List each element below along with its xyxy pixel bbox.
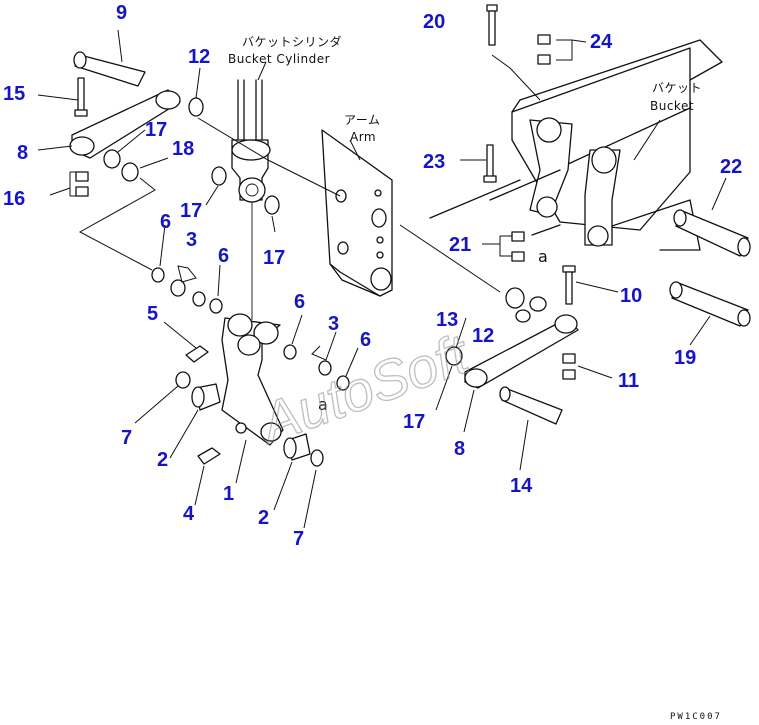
bucket-cylinder-en: Bucket Cylinder (228, 52, 330, 66)
label-bucket: バケット Bucket (650, 81, 702, 113)
callout-3: 3 (186, 229, 197, 251)
callout-18: 18 (172, 138, 194, 160)
callout-6: 6 (294, 291, 305, 313)
callout-15: 15 (3, 83, 25, 105)
detail-mark-a-bucket: a (538, 247, 548, 266)
callout-17: 17 (263, 247, 285, 269)
callout-2: 2 (258, 507, 269, 529)
callout-12: 12 (188, 46, 210, 68)
callout-19: 19 (674, 347, 696, 369)
label-arm: アーム Arm (344, 113, 380, 144)
side-link-right (464, 296, 579, 389)
pin-14 (499, 386, 563, 425)
callout-14: 14 (510, 475, 533, 497)
bucket-jp: バケット (652, 81, 702, 95)
drawing-code: PW1C007 (670, 712, 722, 722)
leader-lines (37, 29, 727, 529)
callout-6: 6 (160, 211, 171, 233)
callout-21: 21 (449, 234, 471, 256)
callout-17: 17 (145, 119, 167, 141)
arm-en: Arm (350, 130, 376, 144)
callouts: 1 2 2 3 3 4 5 6 6 6 6 7 7 8 8 9 10 11 12… (3, 2, 742, 550)
nuts-16 (70, 171, 89, 197)
arm-jp: アーム (344, 113, 380, 127)
callout-6: 6 (218, 245, 229, 267)
pin-22 (673, 209, 751, 257)
callout-24: 24 (590, 31, 613, 53)
detail-mark-a-lever: a (318, 395, 328, 414)
callout-16: 16 (3, 188, 25, 210)
arm (321, 129, 393, 297)
label-bucket-cylinder: バケットシリンダ Bucket Cylinder (228, 34, 342, 66)
callout-11: 11 (618, 370, 639, 392)
nuts-24 (537, 34, 551, 65)
callout-20: 20 (423, 11, 445, 33)
pin-19 (669, 281, 751, 327)
side-link-left (69, 89, 181, 159)
bucket-cylinder-jp: バケットシリンダ (242, 34, 342, 49)
callout-4: 4 (183, 503, 195, 525)
callout-7: 7 (121, 427, 132, 449)
callout-22: 22 (720, 156, 742, 178)
callout-2: 2 (157, 449, 168, 471)
bucket (429, 39, 723, 251)
bolt-23 (483, 144, 497, 183)
grease-fittings (185, 345, 221, 465)
bolt-10 (562, 265, 576, 305)
shims (103, 97, 525, 467)
bucket-en: Bucket (650, 99, 694, 113)
nuts-21 (511, 231, 525, 262)
callout-13: 13 (436, 309, 458, 331)
callout-10: 10 (620, 285, 642, 307)
callout-17: 17 (403, 411, 425, 433)
bolt-15 (74, 77, 88, 117)
callout-6: 6 (360, 329, 371, 351)
callout-12: 12 (472, 325, 494, 347)
callout-9: 9 (116, 2, 127, 24)
callout-23: 23 (423, 151, 445, 173)
callout-3: 3 (328, 313, 339, 335)
callout-5: 5 (147, 303, 158, 325)
nuts-11 (562, 353, 576, 380)
bushings-2 (191, 383, 311, 461)
callout-8: 8 (454, 438, 465, 460)
lever (221, 313, 284, 446)
callout-17: 17 (180, 200, 202, 222)
pin-9 (73, 51, 146, 87)
callout-7: 7 (293, 528, 304, 550)
callout-8: 8 (17, 142, 28, 164)
bucket-cylinder (231, 79, 271, 320)
callout-1: 1 (223, 483, 234, 505)
bolt-20 (486, 4, 498, 46)
